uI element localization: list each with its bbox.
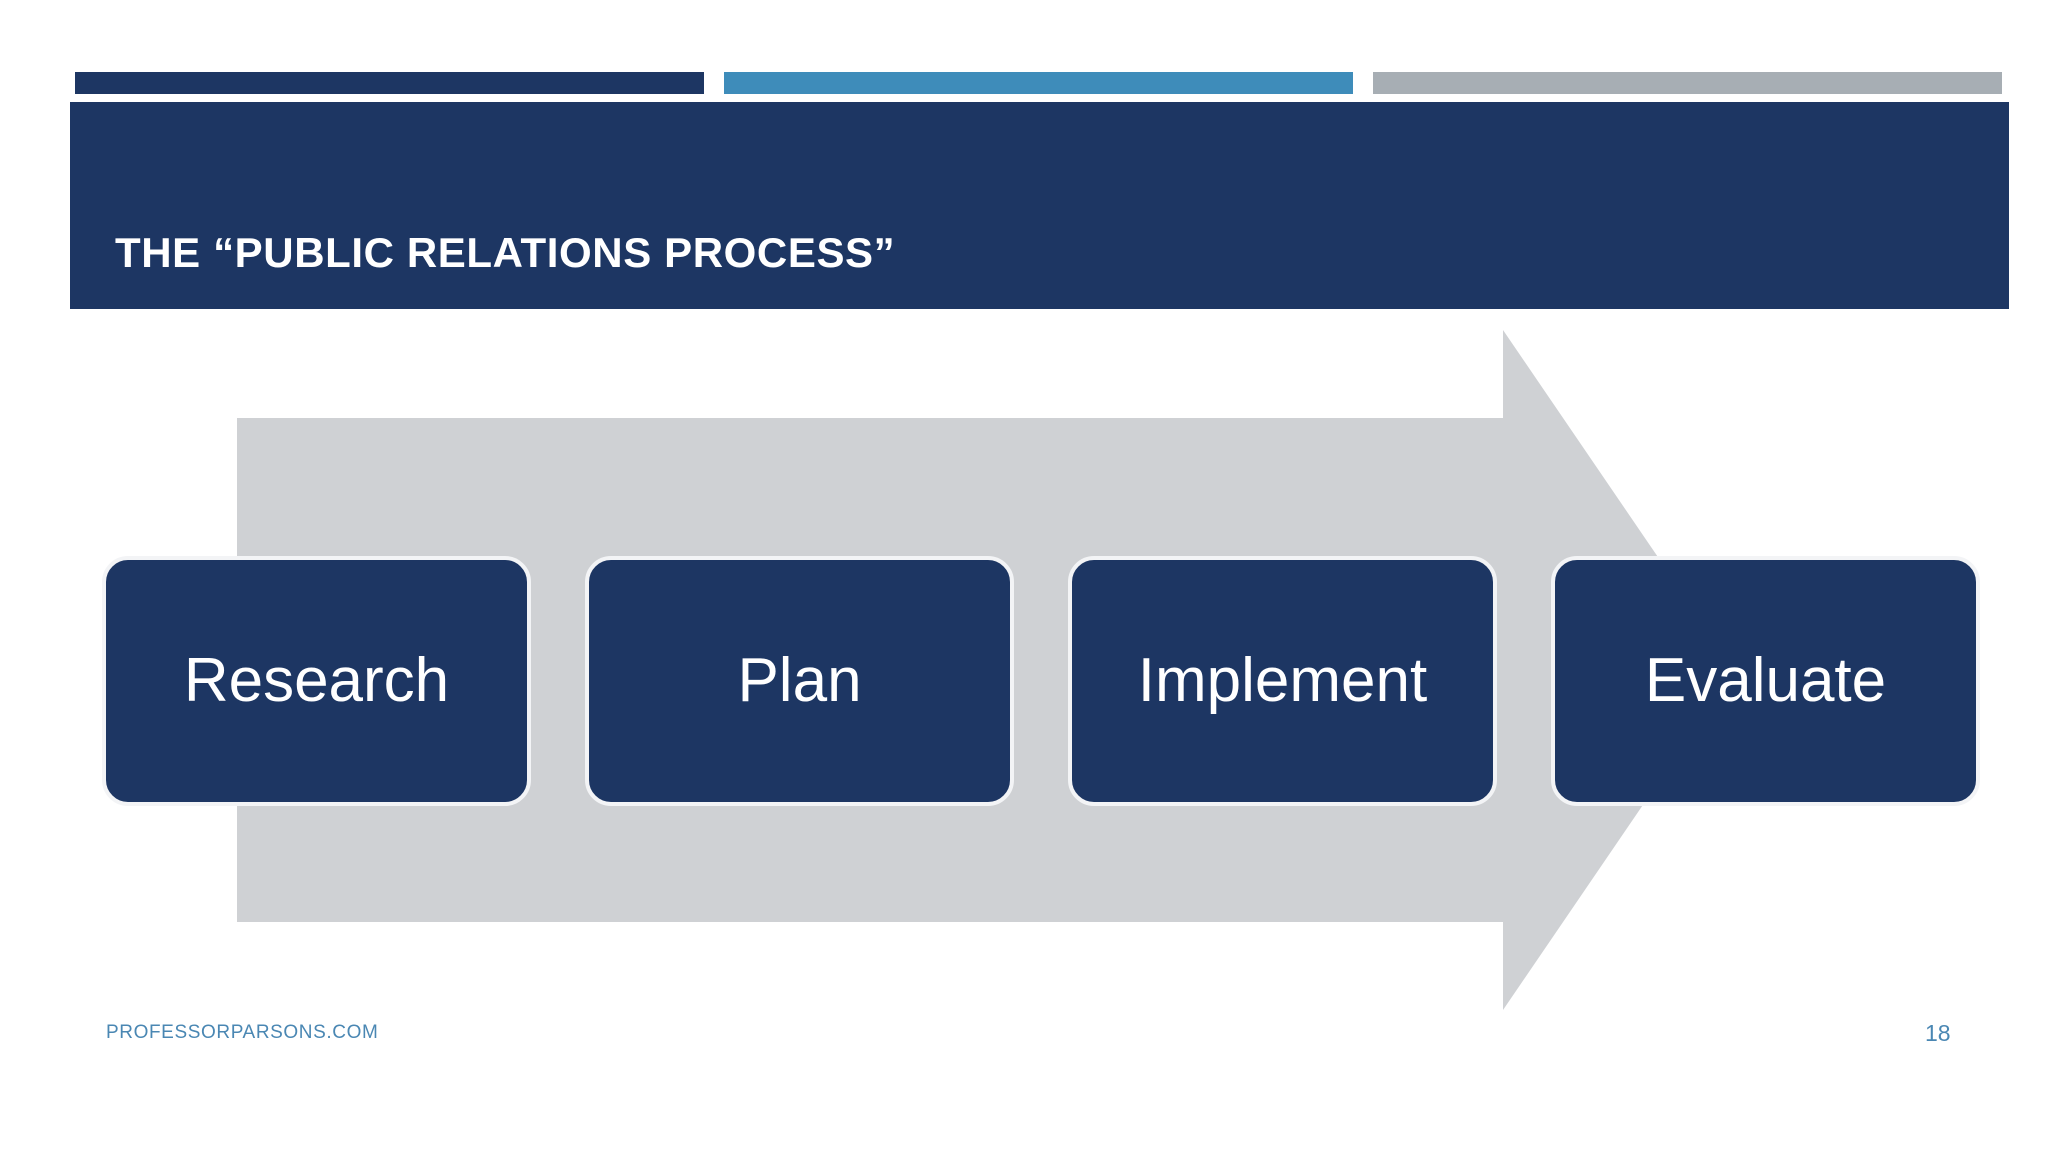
- stage-box-research[interactable]: Research: [102, 556, 531, 806]
- top-accent-bar-gray: [1373, 72, 2002, 94]
- stage-box-evaluate[interactable]: Evaluate: [1551, 556, 1980, 806]
- stage-box-implement[interactable]: Implement: [1068, 556, 1497, 806]
- stage-label-plan: Plan: [737, 646, 862, 715]
- title-band: THE “PUBLIC RELATIONS PROCESS”: [70, 102, 2009, 309]
- page-title: THE “PUBLIC RELATIONS PROCESS”: [115, 229, 896, 276]
- stage-label-research: Research: [183, 646, 450, 715]
- stage-label-implement: Implement: [1137, 646, 1428, 715]
- slide-page-number: 18: [1925, 1020, 1951, 1046]
- top-accent-bar-blue: [724, 72, 1353, 94]
- stage-label-evaluate: Evaluate: [1644, 646, 1887, 715]
- stage-box-plan[interactable]: Plan: [585, 556, 1014, 806]
- process-diagram: Research Plan Implement Evaluate: [0, 330, 2048, 1010]
- footer-website[interactable]: PROFESSORPARSONS.COM: [106, 1022, 379, 1043]
- top-accent-bar-navy: [75, 72, 704, 94]
